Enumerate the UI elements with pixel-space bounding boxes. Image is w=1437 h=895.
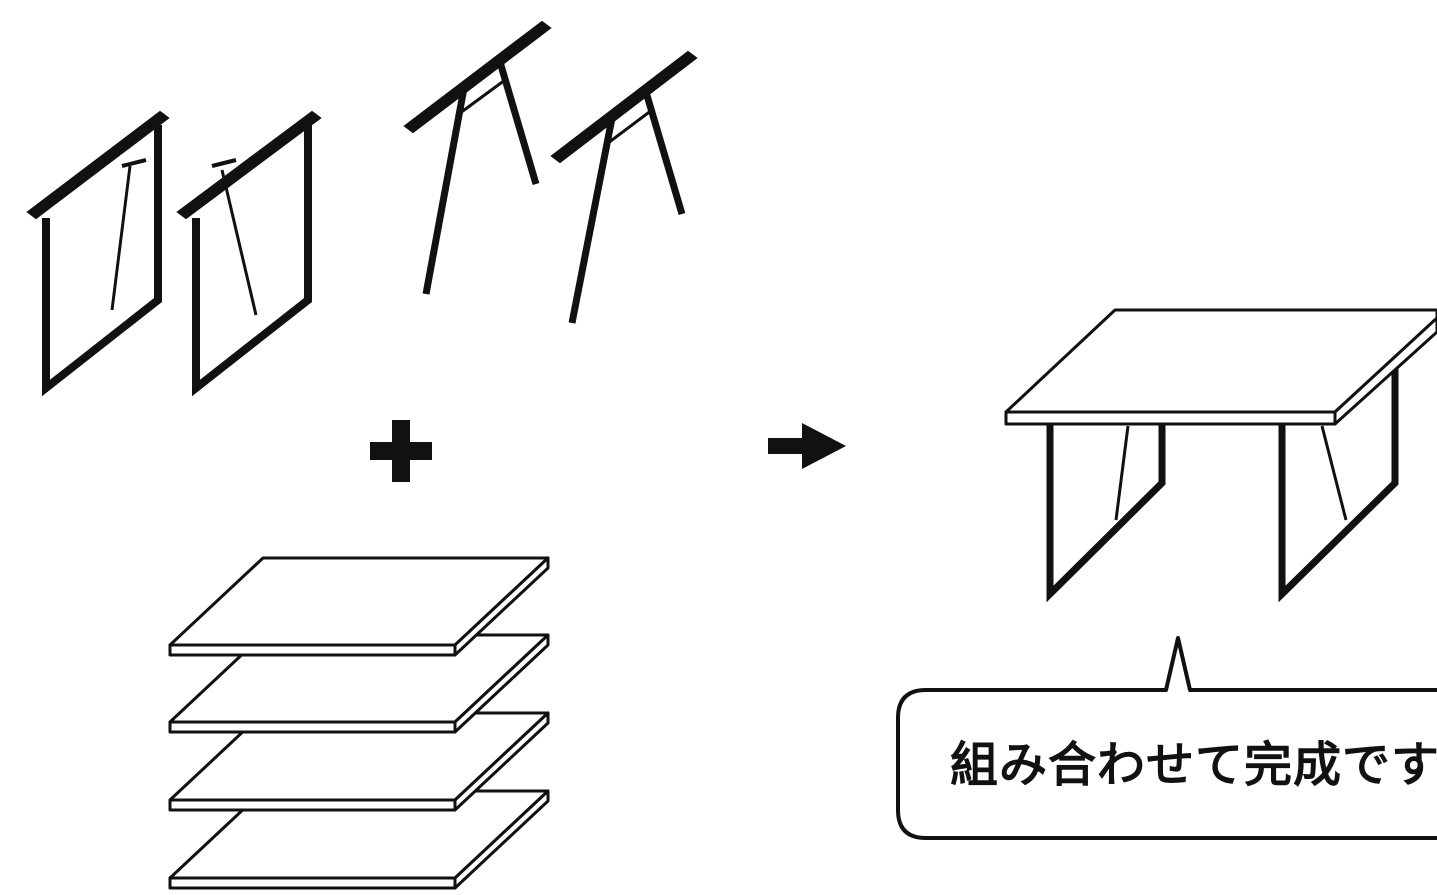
table-top	[1004, 308, 1437, 426]
board-2	[168, 633, 550, 734]
a-frame-leg-1-back	[496, 61, 540, 185]
speech-bubble	[896, 636, 1437, 840]
a-frame-leg-2-crossbar	[603, 108, 653, 148]
panel-leg-2-brace-top	[211, 158, 237, 168]
board-4	[168, 789, 550, 890]
speech-bubble-outline	[896, 636, 1437, 840]
plus-icon	[370, 420, 432, 482]
board-3	[168, 711, 550, 812]
panel-leg-2-brace	[220, 169, 258, 316]
table-right-leg	[1278, 362, 1399, 603]
panel-leg-1-frame	[42, 125, 162, 397]
table-right-leg-brace	[1320, 425, 1348, 521]
table-left-leg-brace	[1114, 425, 1130, 521]
a-frame-leg-2-top-bar	[550, 50, 698, 164]
panel-leg-1-brace	[110, 165, 132, 311]
speech-bubble-caption: 組み合わせて完成です	[950, 737, 1437, 793]
panel-leg-2	[176, 110, 322, 397]
a-frame-leg-1-front	[422, 87, 468, 295]
table-left-leg	[1046, 422, 1166, 603]
panel-leg-2-top-bar	[176, 110, 322, 220]
board-1	[168, 556, 550, 657]
panel-leg-1-brace-top	[121, 158, 147, 168]
panel-leg-2-frame	[192, 125, 312, 397]
a-frame-leg-1-crossbar	[455, 78, 506, 118]
assembled-table	[1004, 308, 1437, 603]
a-frame-leg-2	[550, 50, 698, 324]
a-frame-leg-2-back	[642, 91, 686, 215]
arrow-right-icon	[768, 423, 846, 469]
a-frame-leg-1-top-bar	[403, 20, 552, 134]
board-stack	[168, 556, 550, 890]
a-frame-leg-1	[403, 20, 552, 295]
a-frame-leg-2-front	[568, 117, 616, 324]
panel-leg-1	[26, 110, 170, 397]
panel-leg-1-top-bar	[26, 110, 170, 220]
